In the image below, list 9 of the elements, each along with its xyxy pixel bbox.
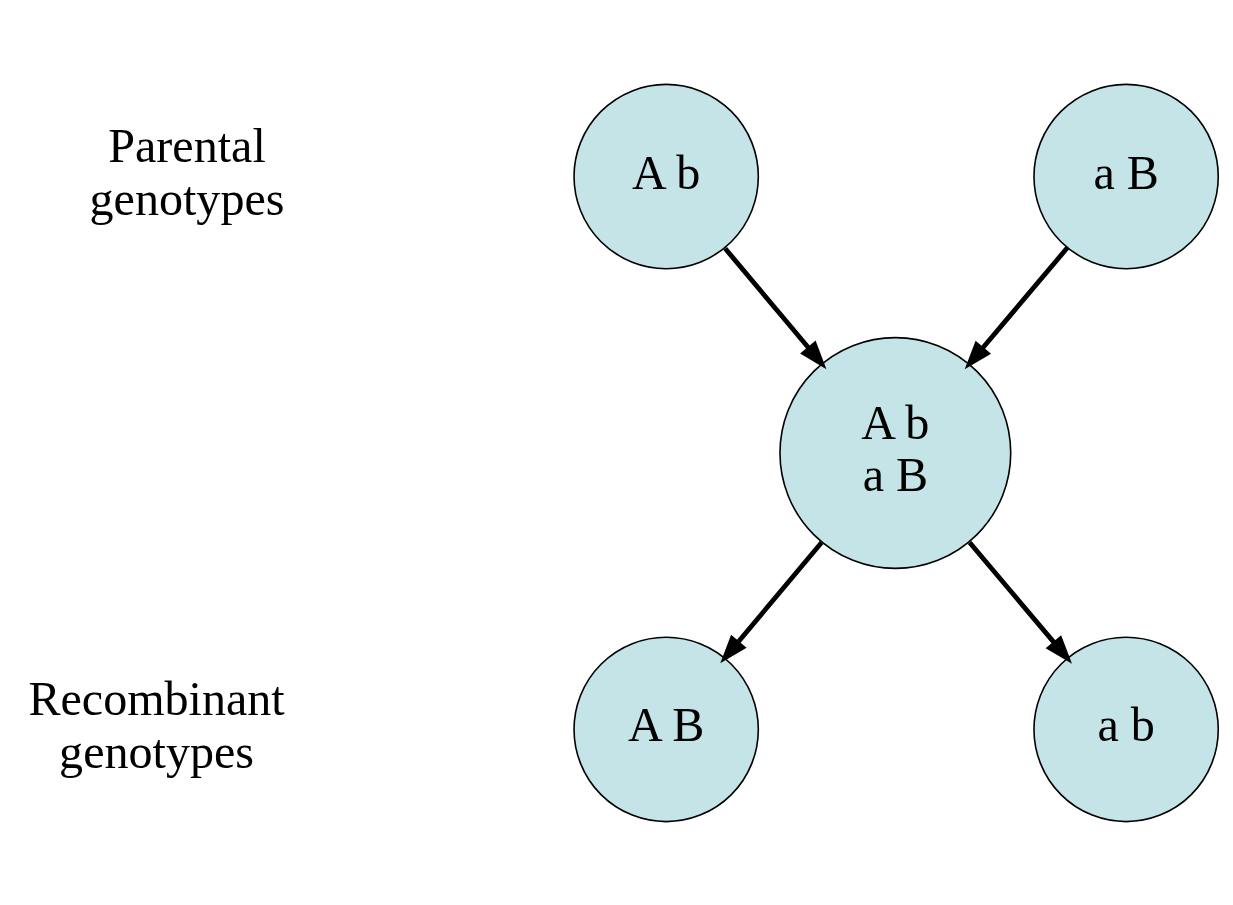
arrow [964,245,1070,369]
node-circle: a B [1033,83,1220,269]
arrow [967,540,1072,664]
node-circle: A b a B [779,336,1012,569]
label: Recombinant genotypes [28,671,285,778]
arrow [723,246,827,369]
label: Parental genotypes [89,118,285,225]
node-circle: A b [573,83,760,269]
arrow [720,540,824,663]
